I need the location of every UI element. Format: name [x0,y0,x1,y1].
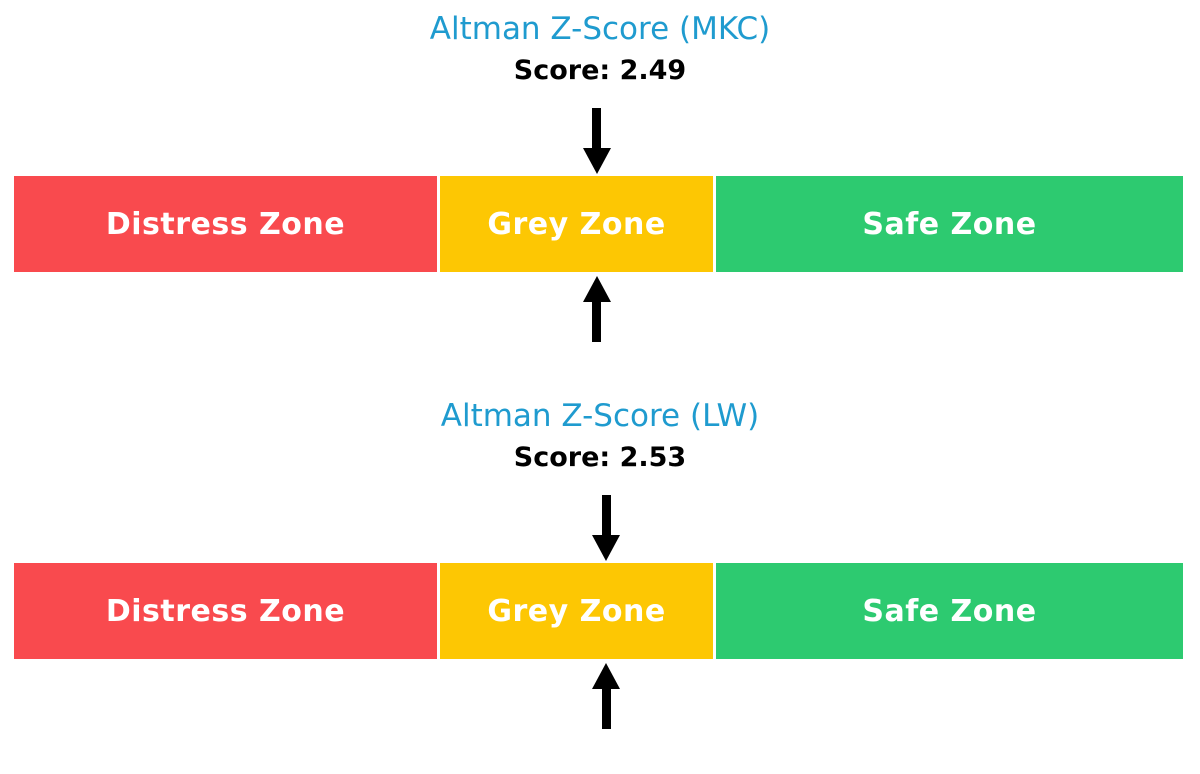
score-arrow-up [592,663,621,729]
chart-score-value: Score: 2.53 [513,442,687,473]
arrow-shaft [601,689,611,729]
zone-safe-label: Safe Zone [862,593,1037,629]
score-arrow-up [582,276,611,342]
score-arrow-down [592,495,621,561]
arrow-shaft [601,495,611,535]
zone-grey-label: Grey Zone [487,206,666,242]
zscore-chart-lw: Altman Z-Score (LW) Score: 2.53 Distress… [0,387,1200,732]
chart-title: Altman Z-Score (MKC) [429,11,771,47]
zone-grey: Grey Zone [440,176,713,272]
zone-safe-label: Safe Zone [862,206,1037,242]
zone-distress: Distress Zone [14,176,437,272]
arrow-shaft [592,302,602,342]
score-arrow-down [582,108,611,174]
chart-score-value: Score: 2.49 [513,55,687,86]
arrow-head-up-icon [582,276,611,302]
arrow-head-down-icon [592,535,621,561]
arrow-shaft [592,108,602,148]
zone-grey-label: Grey Zone [487,593,666,629]
zone-distress: Distress Zone [14,563,437,659]
zone-bar: Distress Zone Grey Zone Safe Zone [14,176,1184,272]
zone-safe: Safe Zone [716,176,1183,272]
zscore-chart-mkc: Altman Z-Score (MKC) Score: 2.49 Distres… [0,0,1200,345]
zone-safe: Safe Zone [716,563,1183,659]
zone-grey: Grey Zone [440,563,713,659]
arrow-head-down-icon [582,148,611,174]
chart-title: Altman Z-Score (LW) [440,398,760,434]
zone-distress-label: Distress Zone [105,206,346,242]
arrow-head-up-icon [592,663,621,689]
zone-bar: Distress Zone Grey Zone Safe Zone [14,563,1184,659]
zone-distress-label: Distress Zone [105,593,346,629]
